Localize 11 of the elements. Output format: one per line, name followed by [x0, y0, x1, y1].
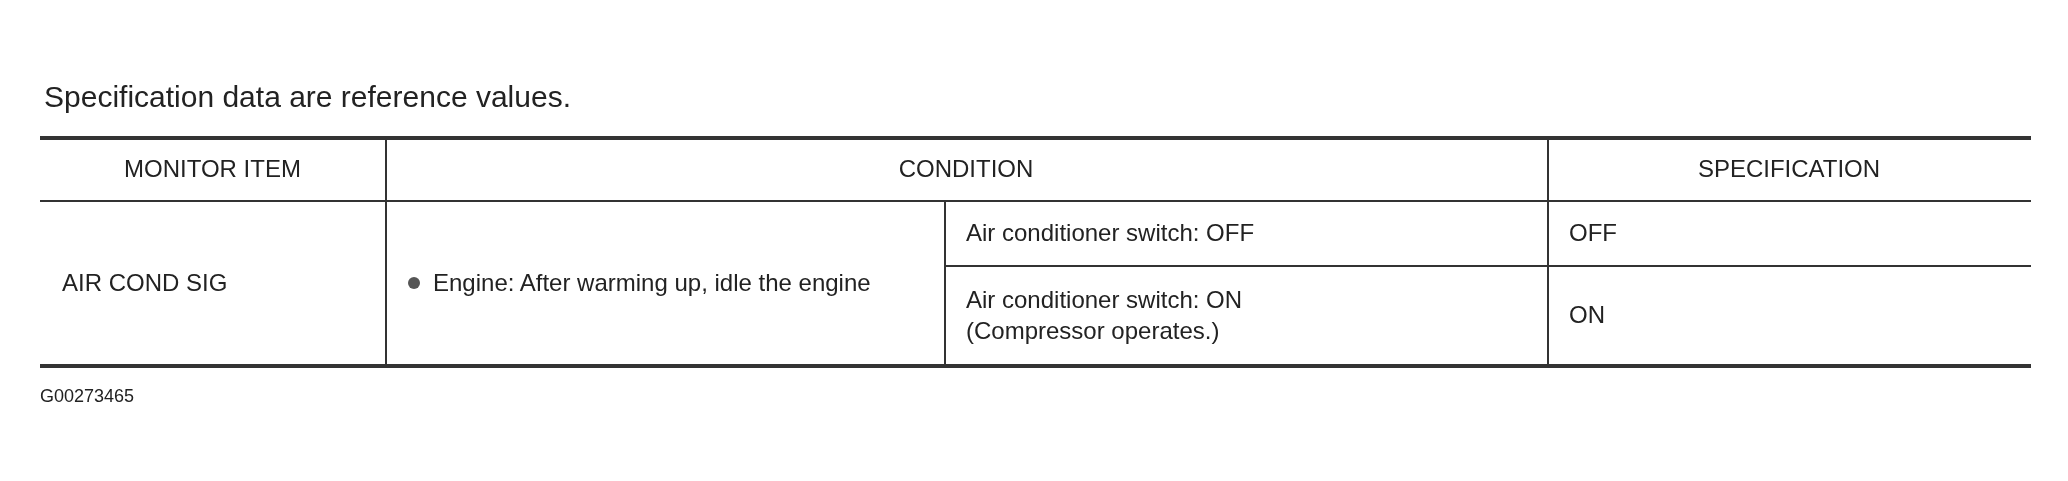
condition-text: Air conditioner switch: OFF	[966, 217, 1255, 248]
page-title: Specification data are reference values.	[44, 80, 571, 114]
condition-text: Engine: After warming up, idle the engine	[433, 267, 871, 298]
figure-code: G00273465	[40, 385, 135, 408]
item-name: AIR COND SIG	[62, 267, 228, 298]
column-heading: MONITOR ITEM	[124, 154, 301, 185]
spec-value: OFF	[1569, 217, 1617, 248]
condition-text: Air conditioner switch: ON (Compressor operates.)	[966, 284, 1244, 346]
spec-value: ON	[1569, 300, 1605, 331]
column-heading: CONDITION	[898, 154, 1034, 185]
column-heading: SPECIFICATION	[1697, 154, 1881, 185]
